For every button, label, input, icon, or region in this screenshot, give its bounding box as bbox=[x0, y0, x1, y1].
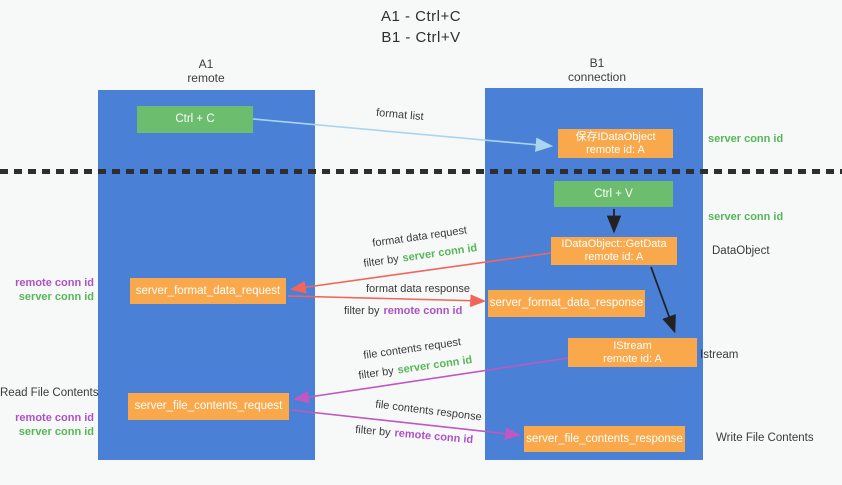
node-save-idataobject: 保存IDataObject remote id: A bbox=[558, 129, 673, 158]
side-label-istream: Istream bbox=[700, 349, 739, 361]
side-label-write-file-contents: Write File Contents bbox=[716, 432, 814, 444]
side-label-remote-conn-id-2: remote conn id bbox=[15, 412, 94, 424]
arrow-file-contents-request bbox=[292, 357, 569, 404]
node-server-format-data-request: server_format_data_request bbox=[130, 278, 286, 304]
node-server-format-data-response: server_format_data_response bbox=[488, 290, 645, 317]
side-label-server-conn-id-top: server conn id bbox=[708, 133, 784, 145]
node-idataobject-getdata: IDataObject::GetData remote id: A bbox=[551, 237, 677, 265]
side-label-server-conn-id-2: server conn id bbox=[18, 426, 94, 438]
edge-label-format-data-response: format data response bbox=[366, 283, 470, 295]
node-server-file-contents-response: server_file_contents_response bbox=[524, 426, 685, 452]
node-ctrl-c: Ctrl + C bbox=[137, 106, 253, 133]
side-label-remote-conn-id-1: remote conn id bbox=[15, 277, 94, 289]
arrow-file-contents-response bbox=[290, 409, 522, 440]
node-server-file-contents-request: server_file_contents_request bbox=[128, 393, 289, 420]
lane-a1-name: A1 bbox=[198, 57, 214, 71]
title-line-1: A1 - Ctrl+C bbox=[380, 8, 462, 25]
lane-b1-sub: connection bbox=[567, 70, 627, 84]
lane-a1-sub: remote bbox=[187, 71, 225, 85]
side-label-server-conn-id-1: server conn id bbox=[18, 291, 94, 303]
lane-b1-name: B1 bbox=[589, 56, 605, 70]
arrow-format-list bbox=[252, 118, 554, 152]
dashed-divider bbox=[0, 169, 842, 174]
lane-header-a1: A1 remote bbox=[146, 57, 266, 85]
node-ctrl-v: Ctrl + V bbox=[554, 181, 673, 207]
side-label-read-file-contents: Read File Contents bbox=[0, 387, 99, 399]
side-label-dataobject: DataObject bbox=[712, 245, 770, 257]
title-line-2: B1 - Ctrl+V bbox=[381, 29, 461, 46]
node-istream: IStream remote id: A bbox=[568, 338, 697, 367]
arrow-format-data-response bbox=[287, 294, 487, 308]
lane-header-b1: B1 connection bbox=[537, 56, 657, 84]
side-label-server-conn-id-mid: server conn id bbox=[708, 211, 784, 223]
arrow-getdata-to-istream bbox=[650, 266, 676, 334]
arrow-format-data-request bbox=[289, 252, 552, 294]
